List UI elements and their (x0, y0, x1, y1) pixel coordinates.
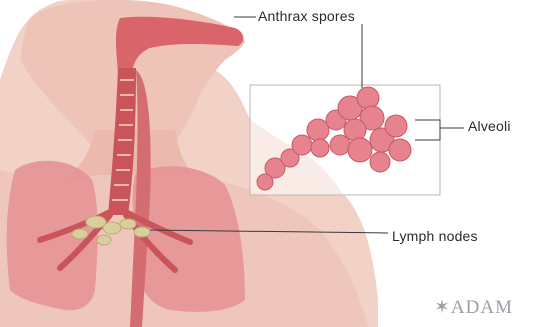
lymph-nodes-label: Lymph nodes (392, 228, 478, 244)
anthrax-spores-label: Anthrax spores (258, 8, 355, 24)
adam-logo-text: ADAM (451, 297, 513, 318)
adam-logo: ✶ADAM (434, 296, 513, 319)
spores-leader (234, 17, 362, 88)
adam-logo-mark: ✶ (434, 297, 451, 318)
alveoli-label: Alveoli (468, 118, 511, 134)
